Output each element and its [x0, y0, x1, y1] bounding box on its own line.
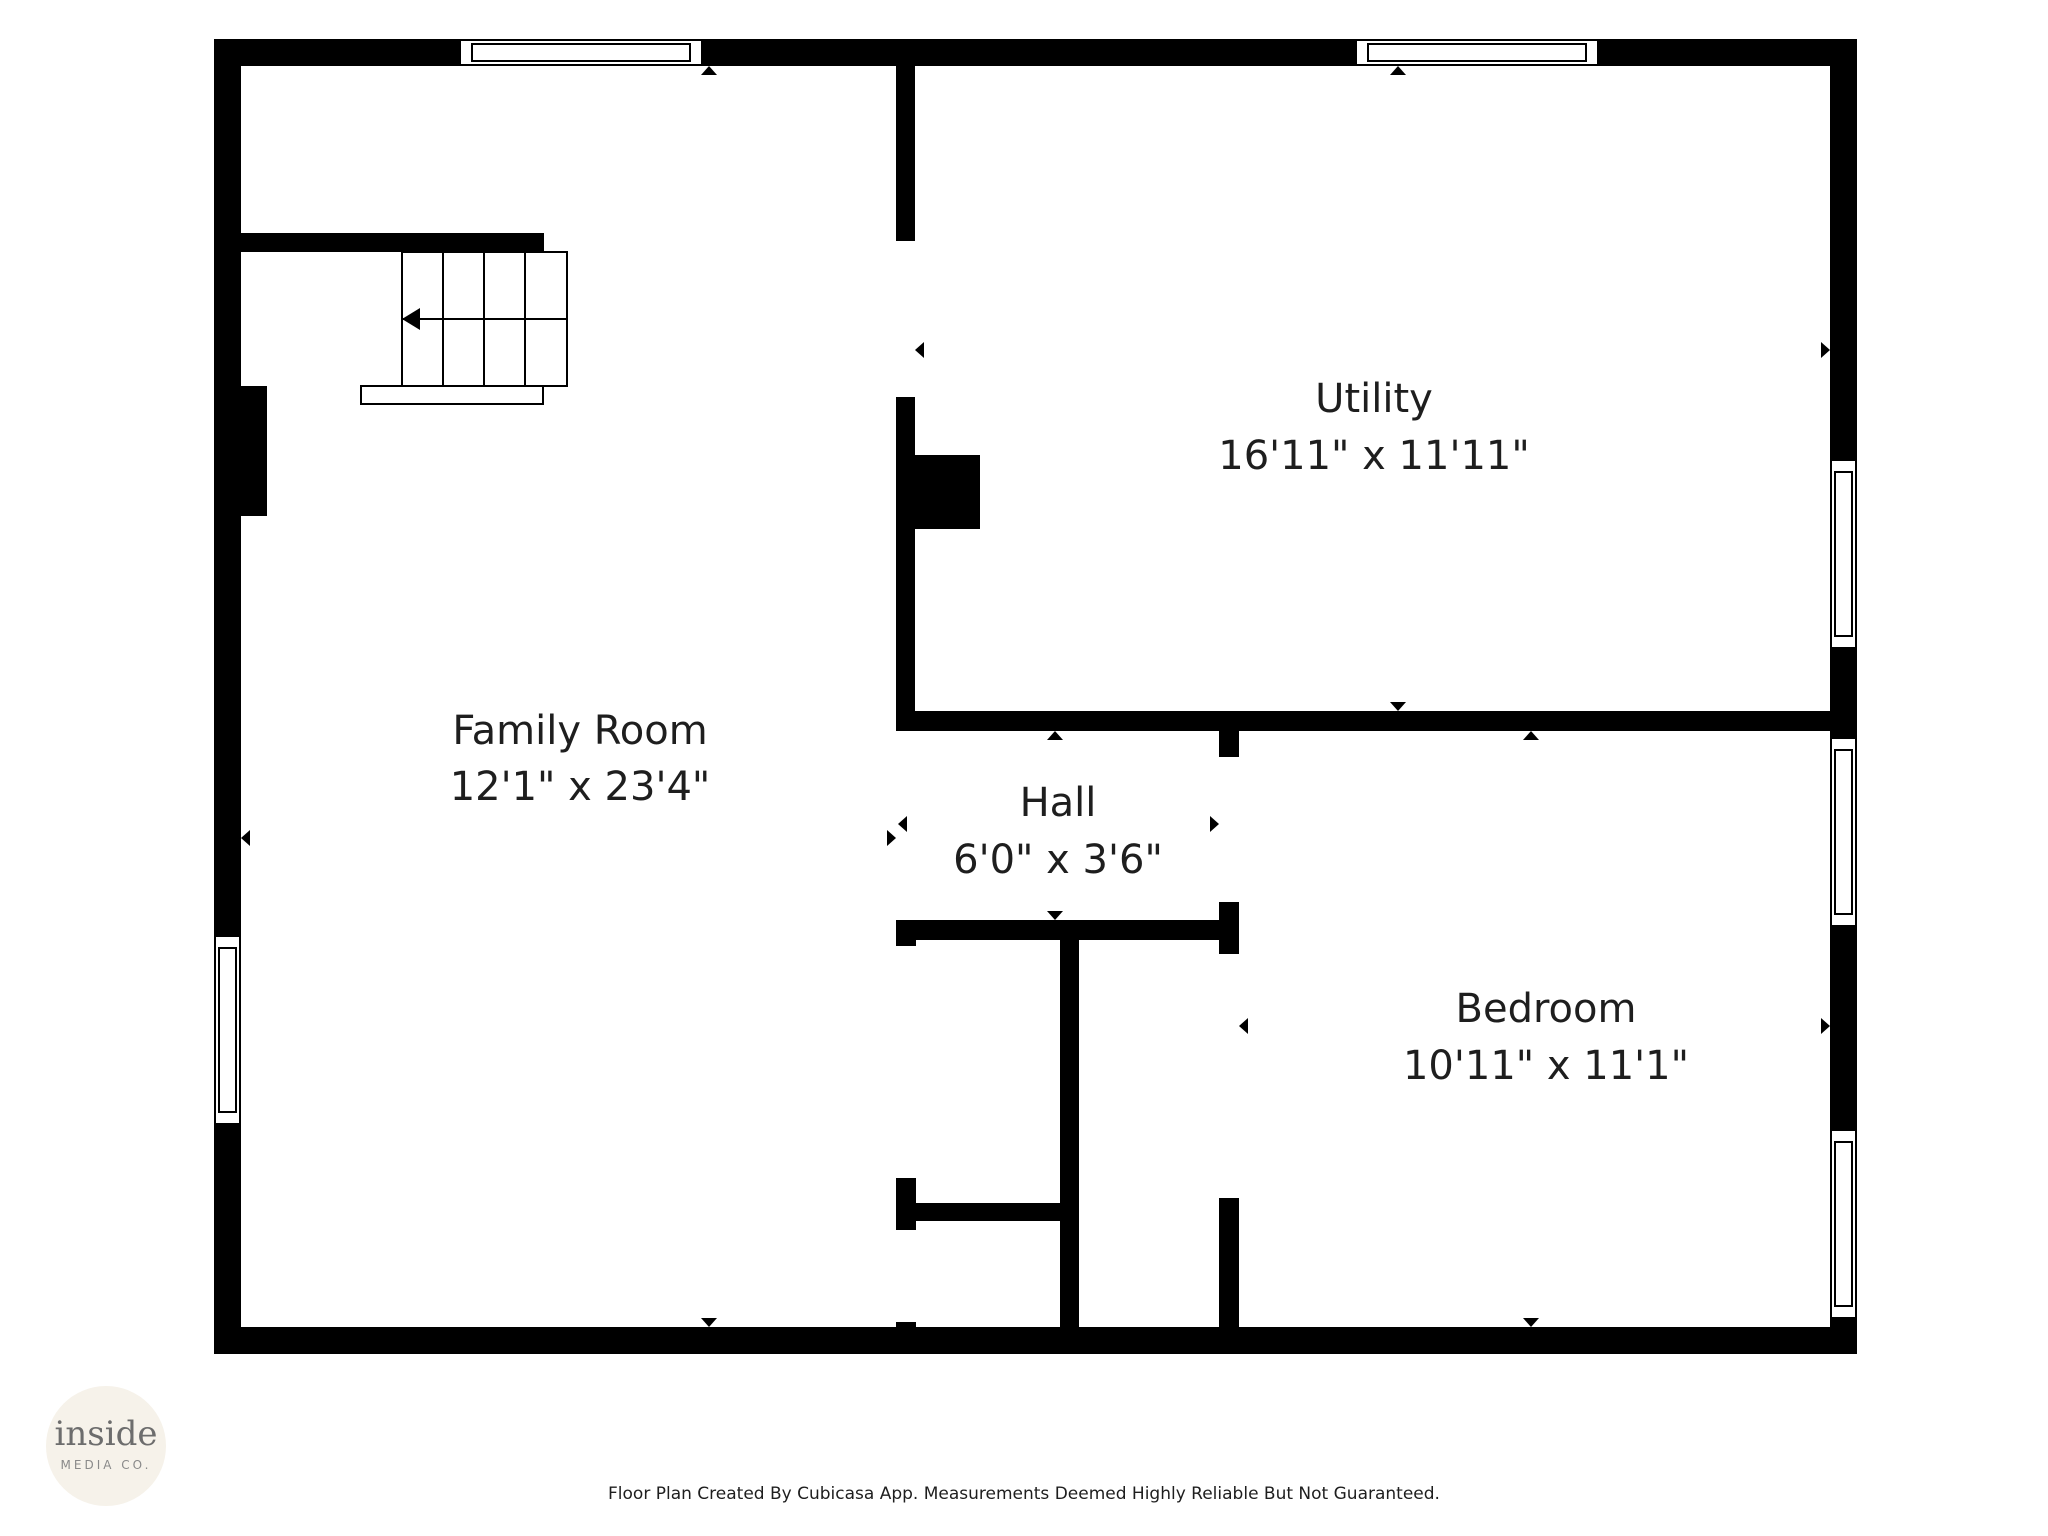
marker-down-icon	[1390, 702, 1406, 711]
marker-left-icon	[1239, 1018, 1248, 1034]
room-dims-bedroom: 10'11" x 11'1"	[1403, 1043, 1689, 1089]
marker-down-icon	[701, 1318, 717, 1327]
window-utility-top	[1355, 39, 1599, 66]
window-family-top	[459, 39, 703, 66]
room-dims-family-room: 12'1" x 23'4"	[450, 764, 711, 810]
marker-up-icon	[1047, 731, 1063, 740]
logo: inside MEDIA CO.	[46, 1386, 166, 1506]
room-name-hall: Hall	[1020, 780, 1097, 826]
marker-right-icon	[1821, 1018, 1830, 1034]
disclaimer: Floor Plan Created By Cubicasa App. Meas…	[608, 1484, 1440, 1504]
marker-up-icon	[1390, 66, 1406, 75]
logo-main-text: inside	[54, 1414, 158, 1454]
wall-family-utility-lower	[896, 397, 915, 731]
wall-bottom	[214, 1327, 1857, 1354]
marker-left-icon	[241, 830, 250, 846]
wall-left-pier	[214, 386, 267, 516]
window-utility-right	[1830, 459, 1857, 649]
measure-markers	[241, 66, 1830, 1327]
window-family-left	[214, 935, 241, 1125]
window-bedroom-right-upper	[1830, 737, 1857, 927]
marker-right-icon	[1210, 816, 1219, 832]
logo-sub-text: MEDIA CO.	[60, 1458, 152, 1472]
marker-left-icon	[898, 816, 907, 832]
windows	[214, 39, 1857, 1319]
interior-walls	[214, 39, 1857, 1354]
wall-hall-right-upper	[1219, 711, 1239, 757]
room-name-bedroom: Bedroom	[1456, 986, 1637, 1032]
marker-down-icon	[1047, 911, 1063, 920]
marker-up-icon	[701, 66, 717, 75]
wall-stair-top	[214, 233, 544, 252]
window-bedroom-right-lower	[1830, 1129, 1857, 1319]
wall-left	[214, 39, 241, 1354]
room-dims-hall: 6'0" x 3'6"	[953, 837, 1163, 883]
wall-utility-bottom	[896, 711, 1857, 731]
marker-right-icon	[1821, 342, 1830, 358]
wall-closet-shelf	[896, 1203, 1079, 1221]
wall-closet-divider	[1060, 920, 1079, 1354]
room-name-utility: Utility	[1315, 376, 1433, 422]
staircase	[360, 251, 568, 405]
wall-family-utility-upper	[896, 39, 915, 241]
marker-up-icon	[1523, 731, 1539, 740]
wall-closet-left-stub-top	[896, 920, 916, 946]
marker-down-icon	[1523, 1318, 1539, 1327]
stair-arrow-icon	[402, 308, 420, 330]
wall-closet-left-stub-bottom	[896, 1322, 916, 1354]
marker-right-icon	[887, 830, 896, 846]
room-name-family-room: Family Room	[452, 708, 707, 754]
chimney	[896, 455, 980, 529]
wall-hall-right-lower	[1219, 1198, 1239, 1354]
marker-left-icon	[915, 342, 924, 358]
room-dims-utility: 16'11" x 11'11"	[1218, 433, 1529, 479]
